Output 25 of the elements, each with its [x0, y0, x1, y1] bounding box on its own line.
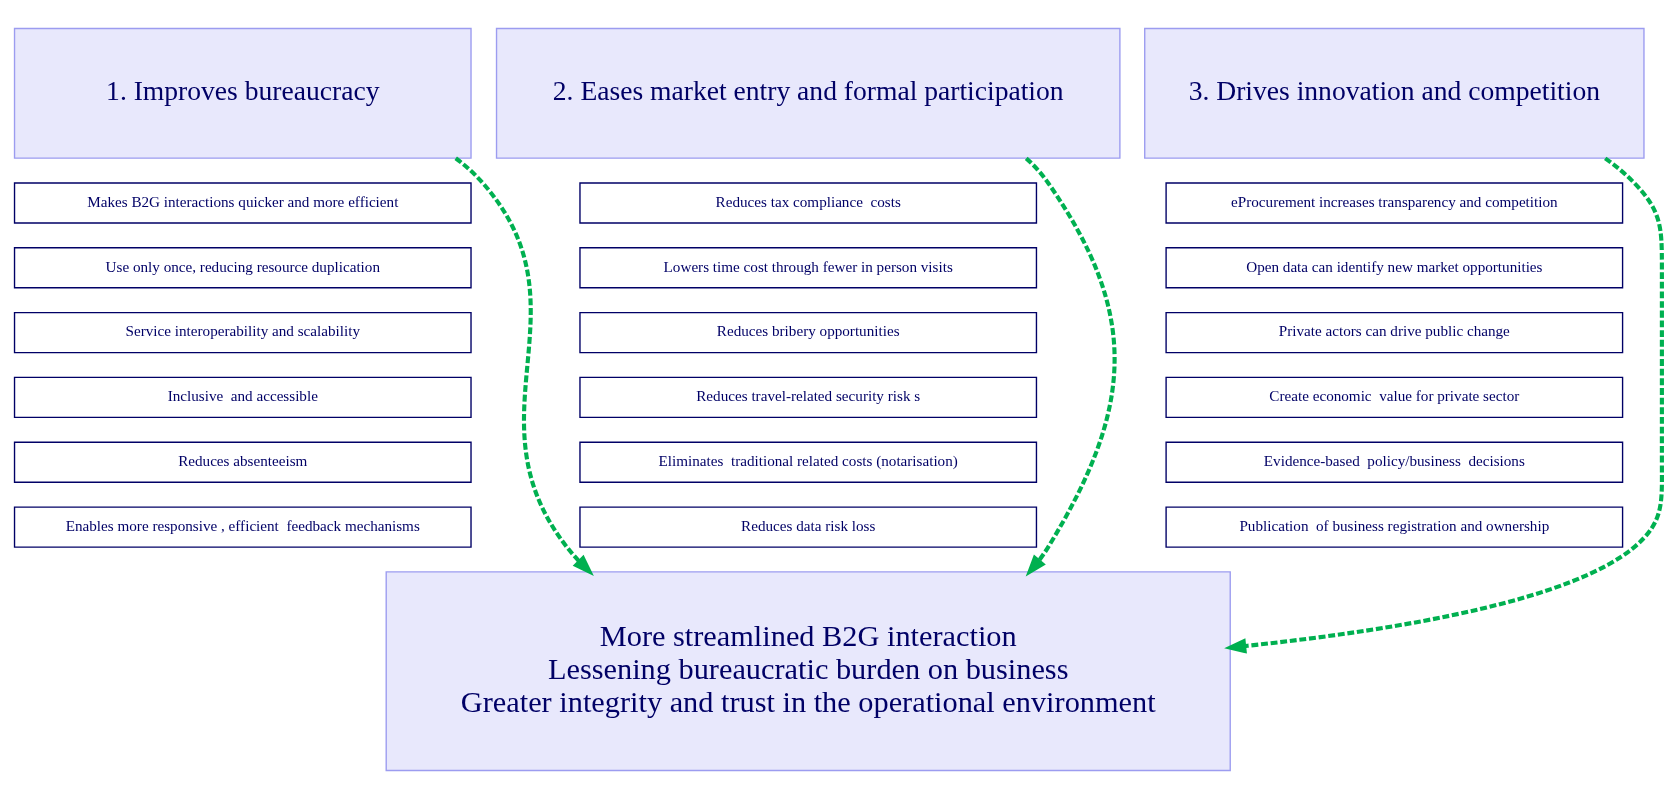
- node-box: 3. Drives innovation and competition: [1144, 27, 1645, 159]
- arrow: [1024, 156, 1117, 576]
- node-box: Evidence-based policy/business decisions: [1165, 441, 1624, 483]
- node-box: Eliminates traditional related costs (notarisation): [579, 441, 1038, 483]
- node-box: Lowers time cost through fewer in person visits: [579, 246, 1038, 288]
- node-box: Service interoperability and scalability: [13, 311, 472, 353]
- node-box: Reduces bribery opportunities: [579, 311, 1038, 353]
- node-box: Use only once, reducing resource duplication: [13, 246, 472, 288]
- node-box: Private actors can drive public change: [1165, 311, 1624, 353]
- arrow: [454, 156, 594, 576]
- node-box: Open data can identify new market opportunities: [1165, 246, 1624, 288]
- node-box: eProcurement increases transparency and competition: [1165, 181, 1624, 224]
- node-box: Reduces travel-related security risk s: [579, 376, 1038, 418]
- node-box: More streamlined B2G interaction Lessening bureaucratic burden on business Greater integrity and trust in the operational environment: [385, 570, 1231, 771]
- node-box: 1. Improves bureaucracy: [13, 27, 472, 159]
- node-box: Reduces absenteeism: [13, 441, 472, 483]
- node-box: Reduces data risk loss: [579, 505, 1038, 548]
- node-box: Inclusive and accessible: [13, 376, 472, 418]
- node-box: Makes B2G interactions quicker and more efficient: [13, 181, 472, 224]
- arrow: [1224, 156, 1664, 654]
- node-box: 2. Eases market entry and formal participation: [495, 27, 1121, 159]
- node-box: Publication of business registration and ownership: [1165, 505, 1624, 548]
- node-box: Create economic value for private sector: [1165, 376, 1624, 418]
- node-box: Reduces tax compliance costs: [579, 181, 1038, 224]
- node-box: Enables more responsive , efficient feedback mechanisms: [13, 505, 472, 548]
